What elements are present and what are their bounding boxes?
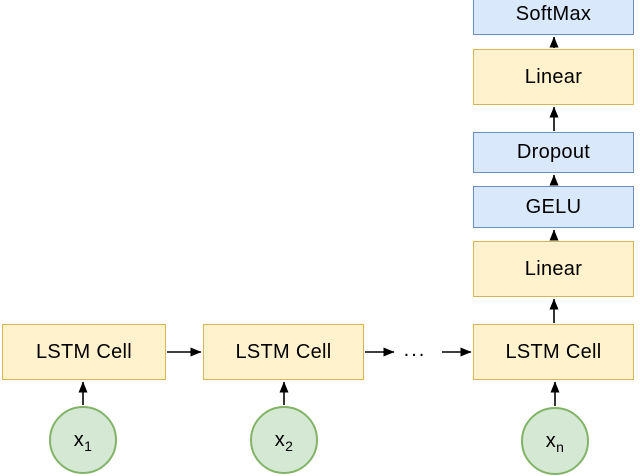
input-node-xn: xn [521,407,589,475]
dropout-label: Dropout [516,141,591,163]
softmax-box: SoftMax [473,0,634,35]
softmax-label: SoftMax [515,2,592,25]
gelu-box: GELU [473,186,634,228]
lstm-cell-1-label: LSTM Cell [35,340,133,363]
gelu-label: GELU [525,195,582,218]
input-x1-label: x1 [73,428,93,454]
linear-upper-label: Linear [524,65,583,88]
lstm-cell-2-label: LSTM Cell [235,340,332,363]
input-node-x1: x1 [49,406,117,474]
input-xn-label: xn [545,429,565,455]
input-node-x2: x2 [250,406,318,474]
linear-box-upper: Linear [473,49,634,105]
lstm-cell-box-1: LSTM Cell [2,324,166,380]
linear-lower-label: Linear [524,257,583,280]
dropout-box: Dropout [473,132,634,173]
input-x2-label: x2 [274,428,294,454]
ellipsis: ... [403,339,427,361]
lstm-cell-n-label: LSTM Cell [505,340,602,363]
lstm-cell-box-2: LSTM Cell [203,324,364,380]
lstm-cell-box-n: LSTM Cell [473,324,634,380]
linear-box-lower: Linear [473,241,634,297]
